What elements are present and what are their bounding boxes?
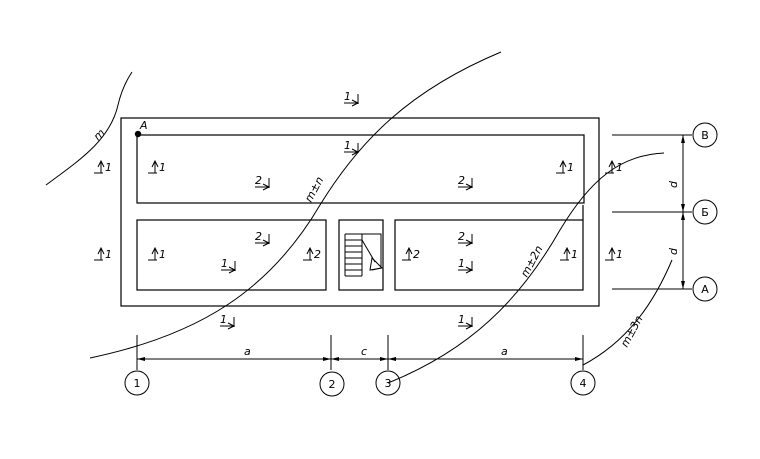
dimension-label-c: c <box>361 345 367 358</box>
section-mark-label: 2 <box>255 230 262 243</box>
section-mark-right-out-2: 1 <box>605 246 623 261</box>
section-mark-left-out-2: 1 <box>94 246 112 261</box>
contour-label-m-plus-2n: m±2n <box>518 243 545 279</box>
section-mark-label: 2 <box>255 174 262 187</box>
section-mark-label: 1 <box>567 161 574 174</box>
section-mark-label: 1 <box>105 161 112 174</box>
contour-label-m: m <box>91 126 108 143</box>
axis-bubble-b <box>692 199 718 225</box>
section-mark-label: 2 <box>458 174 465 187</box>
section-mark-right-out-1: 1 <box>605 159 623 174</box>
section-mark-left-in-2: 1 <box>148 246 166 261</box>
section-mark-label: 1 <box>220 313 227 326</box>
dim-arrow <box>137 357 145 361</box>
axis-bubble-1 <box>124 370 150 396</box>
contour-line-m <box>45 71 133 186</box>
section-mark-bl-two-top: 2 <box>255 230 271 247</box>
axis-label-1: 1 <box>134 377 141 390</box>
section-mark-label: 1 <box>159 248 166 261</box>
section-mark-bottom1-a: 1 <box>220 313 236 330</box>
section-mark-label: 1 <box>221 257 228 270</box>
axis-label-4: 4 <box>580 377 587 390</box>
dimension-label-a2: a <box>501 345 508 358</box>
contour-line-m-plus-3n <box>582 259 673 366</box>
dim-arrow <box>380 357 388 361</box>
section-mark-label: 1 <box>105 248 112 261</box>
contour-line-m-plus-2n <box>387 152 665 384</box>
axis-bubble-2 <box>319 371 345 397</box>
axis-label-a: А <box>701 283 709 296</box>
stair-well <box>338 219 384 291</box>
section-mark-br-right-in: 1 <box>560 246 578 261</box>
building-outer-wall <box>120 117 600 307</box>
dimension-label-a1: a <box>244 345 251 358</box>
axis-bubble-3 <box>375 370 401 396</box>
axis-label-v: В <box>701 129 709 142</box>
section-mark-label: 1 <box>616 161 623 174</box>
stairs <box>344 233 384 277</box>
section-mark-label: 1 <box>458 313 465 326</box>
section-mark-br-one: 1 <box>458 257 474 274</box>
section-mark-left-out-1: 1 <box>94 159 112 174</box>
dimension-label-d2: d <box>667 247 680 255</box>
section-mark-top-two-b: 2 <box>458 174 474 191</box>
dim-arrow <box>323 357 331 361</box>
section-mark-in-top-mid: 1 <box>344 139 360 156</box>
dim-arrow <box>388 357 396 361</box>
section-mark-label: 1 <box>616 248 623 261</box>
dim-arrow <box>331 357 339 361</box>
axis-label-b: Б <box>701 206 709 219</box>
room-top <box>136 134 585 204</box>
room-bottom-left <box>136 219 327 291</box>
section-mark-label: 1 <box>344 90 351 103</box>
dimension-label-d1: d <box>667 180 680 188</box>
dim-arrow <box>575 357 583 361</box>
dim-arrow <box>681 212 685 220</box>
point-a-dot <box>134 130 142 138</box>
section-mark-label: 2 <box>314 248 321 261</box>
section-mark-bl-two-right: 2 <box>303 246 321 261</box>
section-mark-top-two-a: 2 <box>255 174 271 191</box>
section-mark-label: 1 <box>344 139 351 152</box>
axis-label-2: 2 <box>329 378 336 391</box>
section-mark-label: 1 <box>458 257 465 270</box>
section-mark-br-two-top: 2 <box>458 230 474 247</box>
point-a-label: A <box>139 119 148 132</box>
axis-bubble-a <box>692 276 718 302</box>
section-mark-top1: 1 <box>344 90 360 107</box>
section-mark-label: 1 <box>159 161 166 174</box>
section-mark-bl-one: 1 <box>221 257 237 274</box>
section-mark-bottom1-b: 1 <box>458 313 474 330</box>
room-bottom-right <box>394 219 584 291</box>
axis-label-3: 3 <box>385 377 392 390</box>
contour-line-m-plus-n <box>89 51 502 359</box>
section-mark-label: 2 <box>458 230 465 243</box>
section-mark-left-in-1: 1 <box>148 159 166 174</box>
section-mark-label: 2 <box>413 248 420 261</box>
dim-arrow <box>681 204 685 212</box>
contour-label-m-plus-3n: m±3n <box>618 313 645 349</box>
axis-bubble-v <box>692 122 718 148</box>
section-mark-top-right-in: 1 <box>556 159 574 174</box>
dim-arrow <box>681 135 685 143</box>
section-mark-label: 1 <box>571 248 578 261</box>
dim-arrow <box>681 281 685 289</box>
axis-bubble-4 <box>570 370 596 396</box>
section-mark-br-two-left: 2 <box>402 246 420 261</box>
